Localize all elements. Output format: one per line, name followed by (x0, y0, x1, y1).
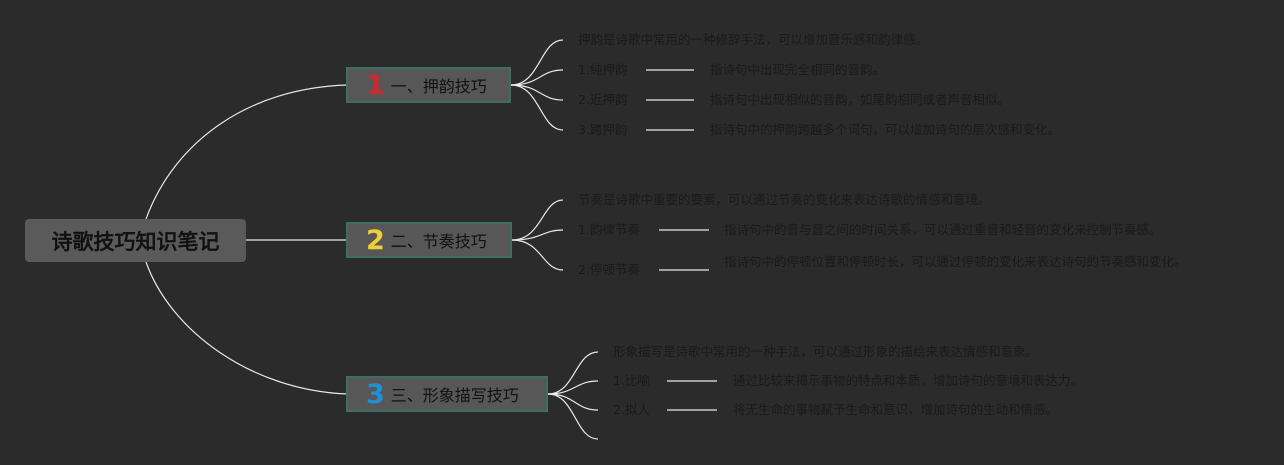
topic-label[interactable]: 2.停顿节奏 (578, 262, 640, 277)
branch-title: 三、形象描写技巧 (390, 386, 519, 405)
topic-description[interactable]: 指诗句中的音与音之间的时间关系，可以通过重音和轻音的变化来控制节奏感。 (724, 222, 1162, 237)
topic-description[interactable]: 指诗句中出现相似的音韵，如尾韵相同或者声音相似。 (710, 92, 1011, 107)
topic-label[interactable]: 1.韵律节奏 (578, 222, 640, 237)
branch-number: 1 (366, 69, 385, 101)
branch-node-imagery[interactable]: 3 三、形象描写技巧 (346, 376, 548, 412)
topic-label[interactable]: 3.跨押韵 (578, 122, 628, 137)
root-title: 诗歌技巧知识笔记 (51, 229, 220, 254)
topic-description[interactable]: 指诗句中出现完全相同的音韵。 (710, 62, 886, 77)
branch-number: 3 (366, 378, 385, 410)
topic-description[interactable]: 指诗句中的停顿位置和停顿时长，可以通过停顿的变化来表达诗句的节奏感和变化。 (724, 254, 1187, 269)
root-node[interactable]: 诗歌技巧知识笔记 (25, 219, 246, 262)
branch-title: 二、节奏技巧 (390, 232, 487, 251)
branch-title: 一、押韵技巧 (390, 77, 487, 96)
topic-intro[interactable]: 形象描写是诗歌中常用的一种手法，可以通过形象的描绘来表达情感和意象。 (613, 344, 1039, 359)
topic-description[interactable]: 通过比较来揭示事物的特点和本质，增加诗句的意境和表达力。 (733, 373, 1084, 388)
topic-intro[interactable]: 节奏是诗歌中重要的要素，可以通过节奏的变化来表达诗歌的情感和意境。 (578, 192, 991, 207)
topic-label[interactable]: 1.比喻 (613, 373, 650, 388)
topic-label[interactable]: 1.纯押韵 (578, 62, 628, 77)
topic-description[interactable]: 将无生命的事物赋予生命和意识，增加诗句的生动和情感。 (733, 402, 1059, 417)
branch-number: 2 (366, 224, 385, 256)
branch-node-rhythm[interactable]: 2 二、节奏技巧 (346, 222, 512, 258)
topic-intro[interactable]: 押韵是诗歌中常用的一种修辞手法，可以增加音乐感和韵律感。 (578, 32, 929, 47)
topic-label[interactable]: 2.近押韵 (578, 92, 628, 107)
topic-description[interactable]: 指诗句中的押韵跨越多个词句，可以增加诗句的层次感和变化。 (710, 122, 1061, 137)
topic-label[interactable]: 2.拟人 (613, 402, 650, 417)
branch-node-rhyme[interactable]: 1 一、押韵技巧 (346, 67, 511, 103)
